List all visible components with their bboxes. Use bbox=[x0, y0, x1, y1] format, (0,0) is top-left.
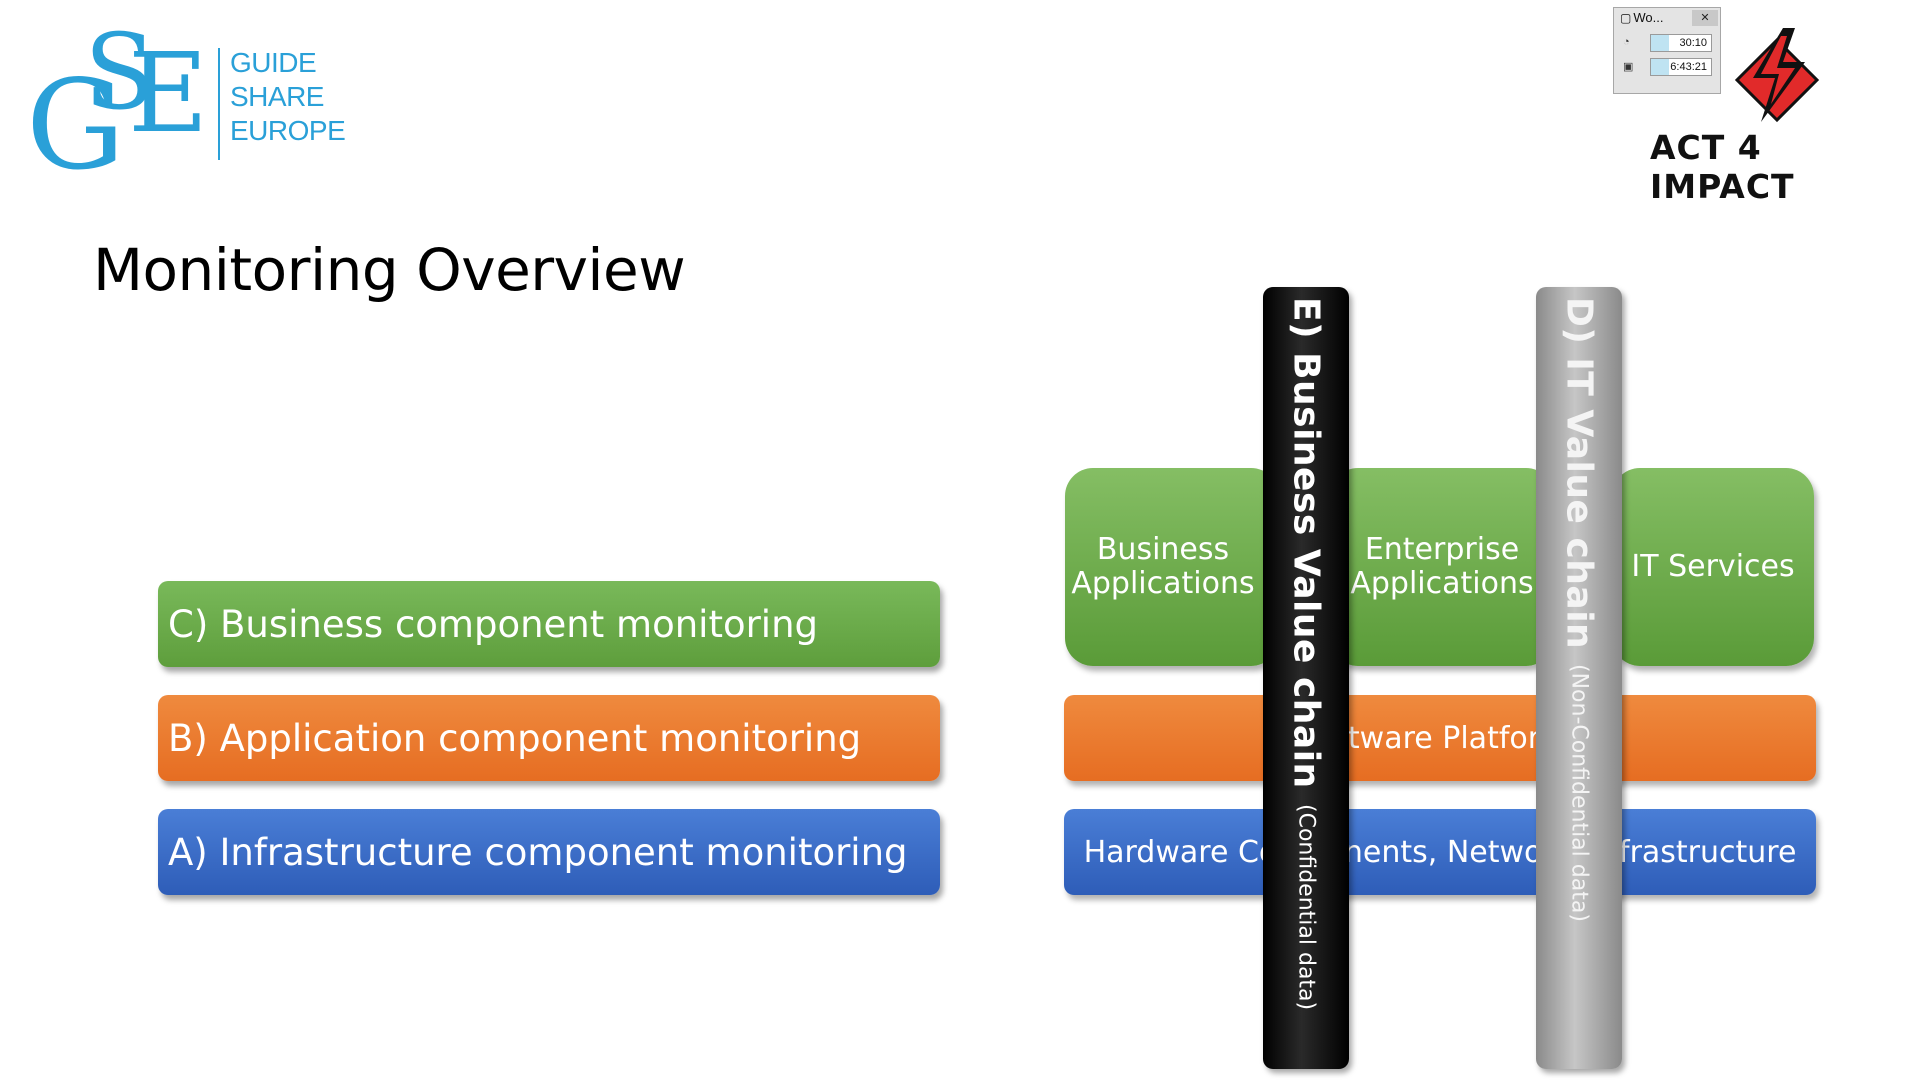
timer-window[interactable]: ▢Wo... ✕ ◔ 30:10 ▣ 6:43:21 bbox=[1613, 7, 1721, 94]
level-business-component: C) Business component monitoring bbox=[158, 581, 940, 667]
pillar-business-value-chain: E) Business Value chain (Confidential da… bbox=[1263, 287, 1349, 1069]
level-infrastructure-component: A) Infrastructure component monitoring bbox=[158, 809, 940, 895]
window-icon: ▢ bbox=[1620, 11, 1632, 25]
gse-logo-letter-g: G bbox=[26, 54, 126, 198]
timer-row-elapsed: ◔ 30:10 bbox=[1614, 32, 1720, 54]
gse-logo-letters: G S E bbox=[26, 20, 209, 188]
tile-label: Enterprise Applications bbox=[1350, 532, 1534, 601]
counter-icon: ▣ bbox=[1623, 61, 1634, 73]
lightning-bolt-highlight bbox=[1761, 36, 1795, 104]
timer-value-total: 6:43:21 bbox=[1670, 61, 1707, 73]
timer-value-elapsed: 30:10 bbox=[1679, 37, 1707, 49]
layer-label: Hardware Components, Network, Infrastruc… bbox=[1083, 834, 1797, 870]
pillar-title: E) Business Value chain bbox=[1285, 297, 1327, 789]
timer-progress-fill bbox=[1651, 59, 1669, 75]
act4impact-logo-text: ACT 4 IMPACT bbox=[1650, 128, 1795, 206]
layer-software-platform: tware Platfor bbox=[1064, 695, 1816, 781]
page-title: Monitoring Overview bbox=[93, 236, 686, 304]
gse-logo-divider bbox=[218, 48, 220, 160]
level-application-component: B) Application component monitoring bbox=[158, 695, 940, 781]
timer-title: Wo... bbox=[1633, 10, 1664, 25]
gse-logo: G S E GUIDE SHARE EUROPE bbox=[26, 20, 356, 188]
pillar-text: D) IT Value chain (Non-Confidential data… bbox=[1559, 297, 1600, 922]
timer-title-bar[interactable]: ▢Wo... ✕ bbox=[1614, 8, 1720, 30]
gse-logo-words: GUIDE SHARE EUROPE bbox=[230, 46, 346, 148]
timer-progress-fill bbox=[1651, 35, 1669, 51]
act4impact-logo-icon bbox=[1734, 28, 1820, 123]
tile-enterprise-applications: Enterprise Applications bbox=[1330, 468, 1554, 666]
gse-logo-word-guide: GUIDE bbox=[230, 47, 317, 78]
gse-logo-word-europe: EUROPE bbox=[230, 115, 346, 146]
gse-logo-letter-s: S bbox=[84, 11, 156, 133]
pillar-it-value-chain: D) IT Value chain (Non-Confidential data… bbox=[1536, 287, 1622, 1069]
pillar-text: E) Business Value chain (Confidential da… bbox=[1286, 297, 1327, 1010]
gse-logo-word-share: SHARE bbox=[230, 81, 324, 112]
tile-label: Business Applications bbox=[1071, 532, 1255, 601]
pillar-note: (Confidential data) bbox=[1293, 803, 1319, 1010]
timer-progress-box: 6:43:21 bbox=[1650, 58, 1712, 76]
timer-progress-box: 30:10 bbox=[1650, 34, 1712, 52]
clock-icon: ◔ bbox=[1623, 36, 1630, 48]
tile-it-services: IT Services bbox=[1612, 468, 1814, 666]
pillar-title: D) IT Value chain bbox=[1558, 297, 1600, 650]
timer-row-total: ▣ 6:43:21 bbox=[1614, 56, 1720, 78]
tile-label: IT Services bbox=[1631, 549, 1795, 584]
close-button[interactable]: ✕ bbox=[1692, 10, 1718, 26]
tile-business-applications: Business Applications bbox=[1065, 468, 1279, 666]
layer-label: tware Platfor bbox=[1347, 720, 1541, 756]
layer-hardware-infrastructure: Hardware Components, Network, Infrastruc… bbox=[1064, 809, 1816, 895]
pillar-note: (Non-Confidential data) bbox=[1566, 664, 1592, 923]
gse-logo-letter-e: E bbox=[128, 29, 209, 157]
